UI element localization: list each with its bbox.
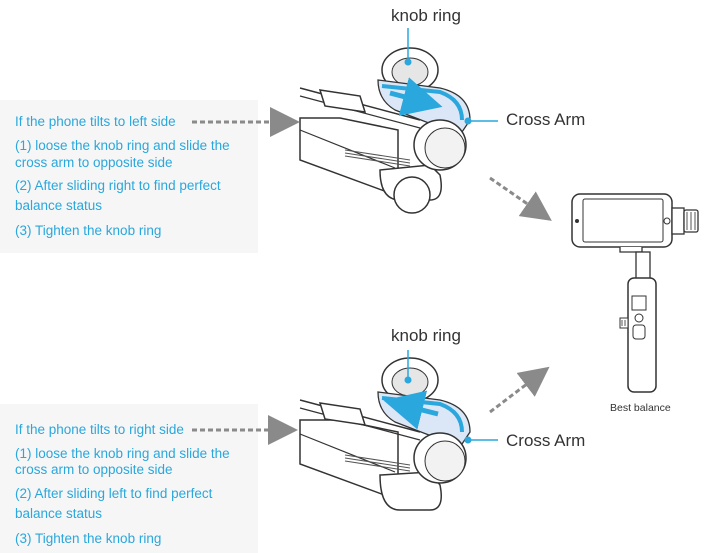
panel-heading-right-tilt: If the phone tilts to right side	[15, 422, 184, 437]
callout-knob-ring-bottom: knob ring	[391, 326, 461, 345]
step-3: (3) Tighten the knob ring	[15, 531, 162, 546]
gimbal-illustration-top	[299, 47, 471, 214]
step-1-line-1: (1) loose the knob ring and slide the	[15, 138, 230, 153]
balanced-gimbal-illustration	[571, 193, 699, 393]
instruction-panel-left-tilt	[0, 100, 258, 253]
best-balance-caption: Best balance	[610, 402, 671, 414]
step-1-line-1: (1) loose the knob ring and slide the	[15, 446, 230, 461]
step-2-line-1: (2) After sliding left to find perfect	[15, 486, 213, 501]
panel-heading-left-tilt: If the phone tilts to left side	[15, 114, 176, 129]
step-3: (3) Tighten the knob ring	[15, 223, 162, 238]
step-1-line-2: cross arm to opposite side	[15, 462, 173, 477]
callout-knob-ring-top: knob ring	[391, 6, 461, 25]
step-2-line-1: (2) After sliding right to find perfect	[15, 178, 221, 193]
gimbal-illustration-bottom	[299, 357, 471, 511]
instruction-panel-right-tilt	[0, 404, 258, 553]
callout-cross-arm-bottom: Cross Arm	[506, 431, 586, 450]
step-2-line-2: balance status	[15, 198, 103, 213]
callout-cross-arm-top: Cross Arm	[506, 110, 586, 129]
step-2-line-2: balance status	[15, 506, 103, 521]
step-1-line-2: cross arm to opposite side	[15, 155, 173, 170]
